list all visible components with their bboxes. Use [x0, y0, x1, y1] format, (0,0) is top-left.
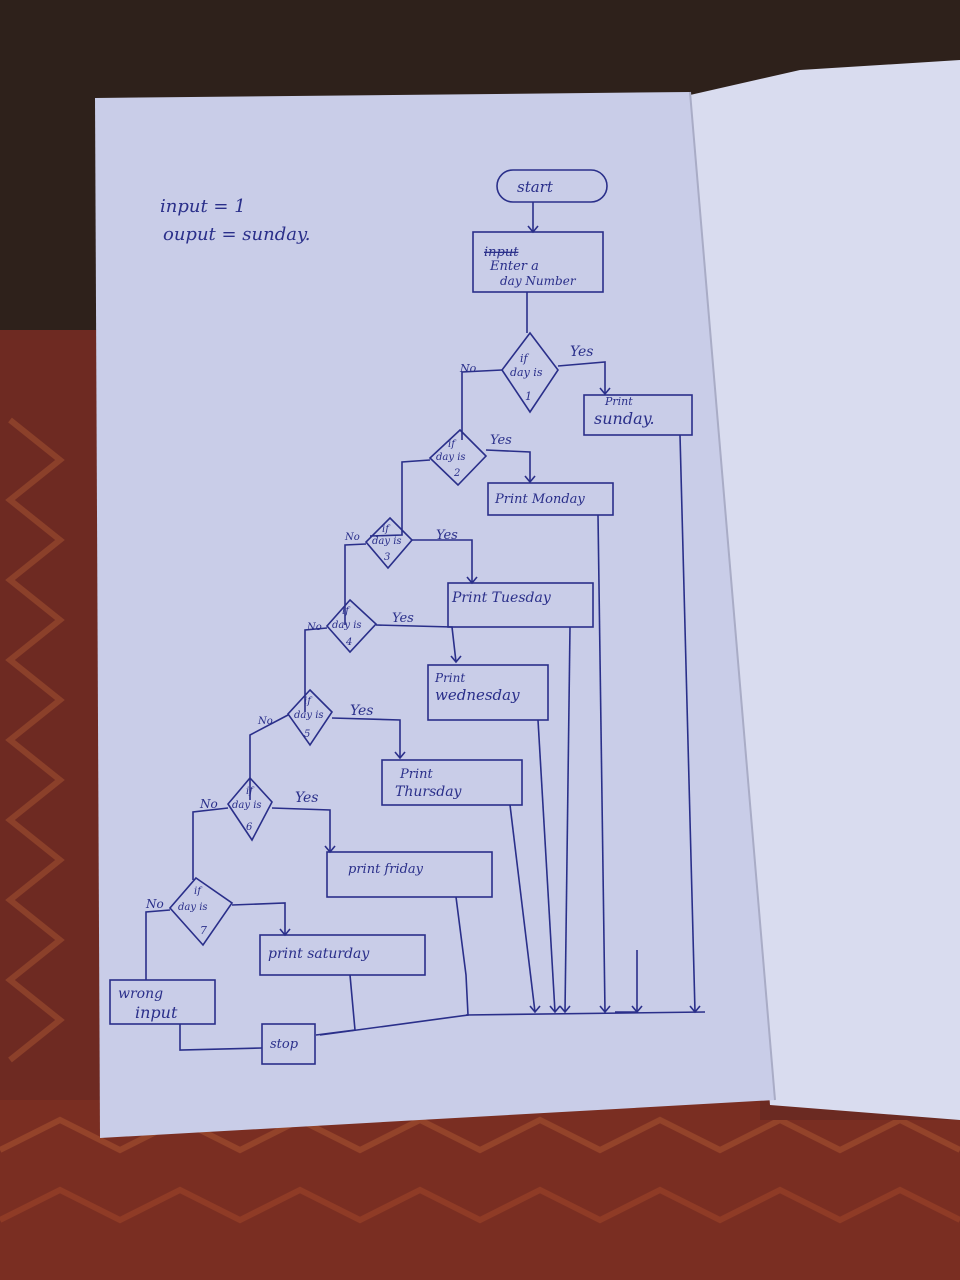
decision-4-if: if: [342, 606, 351, 617]
decision-2: [428, 428, 488, 487]
input-label-3: day Number: [500, 274, 577, 288]
stop-label: stop: [270, 1037, 299, 1052]
input-box: [472, 231, 604, 293]
decision-3-value: 3: [384, 552, 390, 563]
decision-1-if: if: [520, 352, 530, 365]
decision-6: [227, 776, 273, 842]
decision-7-value: 7: [200, 924, 207, 937]
decision-6-if: if: [246, 786, 255, 797]
decision-5-day-is: day is: [294, 710, 324, 721]
print-thursday-2: Thursday: [395, 784, 463, 800]
decision-5-if: if: [304, 696, 313, 707]
wrong-input-box: [109, 979, 216, 1025]
no-label-7: No: [145, 897, 164, 911]
print-sunday-box: [583, 394, 693, 436]
no-label-4: No: [306, 622, 322, 633]
decision-7-if: if: [194, 886, 203, 897]
wrong-input-1: wrong: [118, 986, 163, 1002]
decision-1: [501, 331, 559, 414]
print-tuesday: Print Tuesday: [451, 590, 552, 606]
left-page: [95, 92, 775, 1138]
print-sunday-1: Print: [604, 395, 633, 408]
note-input: input = 1: [160, 196, 246, 217]
decision-4: [325, 598, 378, 654]
decision-2-value: 2: [453, 468, 460, 479]
print-monday-box: [487, 482, 614, 516]
print-saturday-box: [259, 934, 426, 976]
print-wednesday-box: [427, 664, 549, 721]
yes-label-2: Yes: [490, 433, 512, 448]
decision-1-value: 1: [525, 390, 532, 403]
decision-6-day-is: day is: [232, 800, 262, 811]
page-fold: [689, 91, 776, 1101]
no-label-1: No: [459, 362, 477, 375]
print-wednesday-1: Print: [434, 671, 465, 685]
start-label: start: [517, 178, 554, 196]
decision-3: [364, 516, 414, 570]
print-saturday: print saturday: [268, 946, 370, 962]
yes-label-5: Yes: [350, 703, 374, 719]
print-thursday-box: [381, 759, 523, 806]
decision-5-value: 5: [304, 729, 310, 740]
wrong-input-2: input: [135, 1003, 178, 1022]
input-label-2: Enter a: [489, 259, 539, 274]
no-label-6: No: [199, 797, 218, 811]
decision-7-day-is: day is: [178, 902, 208, 913]
print-thursday-1: Print: [399, 767, 433, 782]
right-page: [690, 60, 960, 1120]
input-label-1: input: [484, 245, 519, 260]
note-output: ouput = sunday.: [163, 224, 310, 245]
decision-3-if: if: [382, 524, 391, 535]
decision-4-day-is: day is: [332, 620, 362, 631]
decision-7: [168, 876, 234, 947]
decision-4-value: 4: [345, 637, 352, 648]
decision-5: [286, 688, 334, 747]
print-friday: print friday: [348, 862, 424, 877]
decision-2-day-is: day is: [436, 452, 466, 463]
print-tuesday-box: [447, 582, 594, 628]
stop-box: [261, 1023, 316, 1065]
print-sunday-2: sunday.: [594, 409, 655, 428]
yes-label-6: Yes: [295, 790, 319, 806]
decision-1-day-is: day is: [510, 366, 543, 379]
print-monday: Print Monday: [494, 492, 585, 507]
print-friday-box: [326, 851, 493, 898]
no-label-3: No: [344, 532, 360, 543]
decision-2-if: if: [448, 439, 457, 450]
flow-lines: [109, 169, 706, 1065]
yes-label-1: Yes: [570, 344, 594, 360]
print-wednesday-2: wednesday: [435, 686, 520, 704]
start-terminal: [496, 169, 608, 203]
no-label-5: No: [257, 716, 273, 727]
decision-6-value: 6: [246, 822, 253, 833]
yes-label-3: Yes: [436, 528, 458, 543]
yes-label-4: Yes: [392, 611, 414, 626]
decision-3-day-is: day is: [372, 536, 402, 547]
